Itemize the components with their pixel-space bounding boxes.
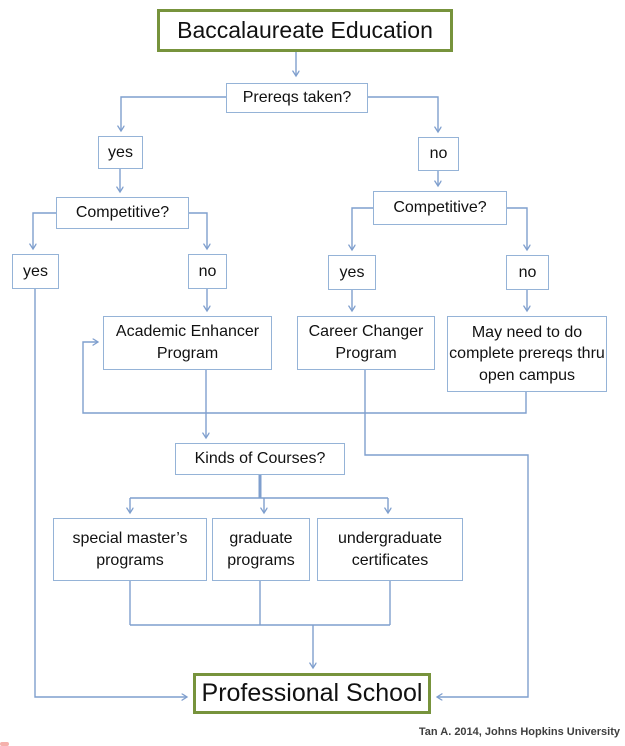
edge-open-campus-to-academic-enhancer [82,342,527,414]
node-academic-enhancer-program: Academic Enhancer Program [103,316,272,370]
node-open-campus-prereqs: May need to do complete prereqs thru ope… [447,316,607,392]
credit-text: Tan A. 2014, Johns Hopkins University [418,726,620,738]
node-competitive-left-no: no [188,254,227,289]
node-competitive-right-yes: yes [328,255,376,290]
node-special-masters-programs: special master’s programs [53,518,207,581]
node-career-changer-program: Career Changer Program [297,316,435,370]
edge-competitive-left-to-yes [33,212,56,249]
edge-career-to-professional-right [364,370,529,697]
edge-competitive-right-to-yes [352,207,373,250]
node-prereqs-no: no [418,137,459,171]
node-baccalaureate-education: Baccalaureate Education [157,9,453,52]
node-prereqs-taken: Prereqs taken? [226,83,368,113]
node-kinds-of-courses: Kinds of Courses? [175,443,345,475]
edge-competitive-left-to-no [189,212,207,249]
node-competitive-left: Competitive? [56,197,189,229]
node-professional-school: Professional School [193,673,431,714]
node-prereqs-yes: yes [98,136,143,169]
node-competitive-right: Competitive? [373,191,507,225]
node-competitive-right-no: no [506,255,549,290]
edge-yes-to-professional-left [34,289,187,697]
corner-artifact [0,742,9,746]
node-competitive-left-yes: yes [12,254,59,289]
node-graduate-programs: graduate programs [212,518,310,581]
edge-competitive-right-to-no [507,207,527,250]
node-undergraduate-certificates: undergraduate certificates [317,518,463,581]
edge-prereqs-to-yes [121,96,226,131]
edge-prereqs-to-no [368,96,438,132]
